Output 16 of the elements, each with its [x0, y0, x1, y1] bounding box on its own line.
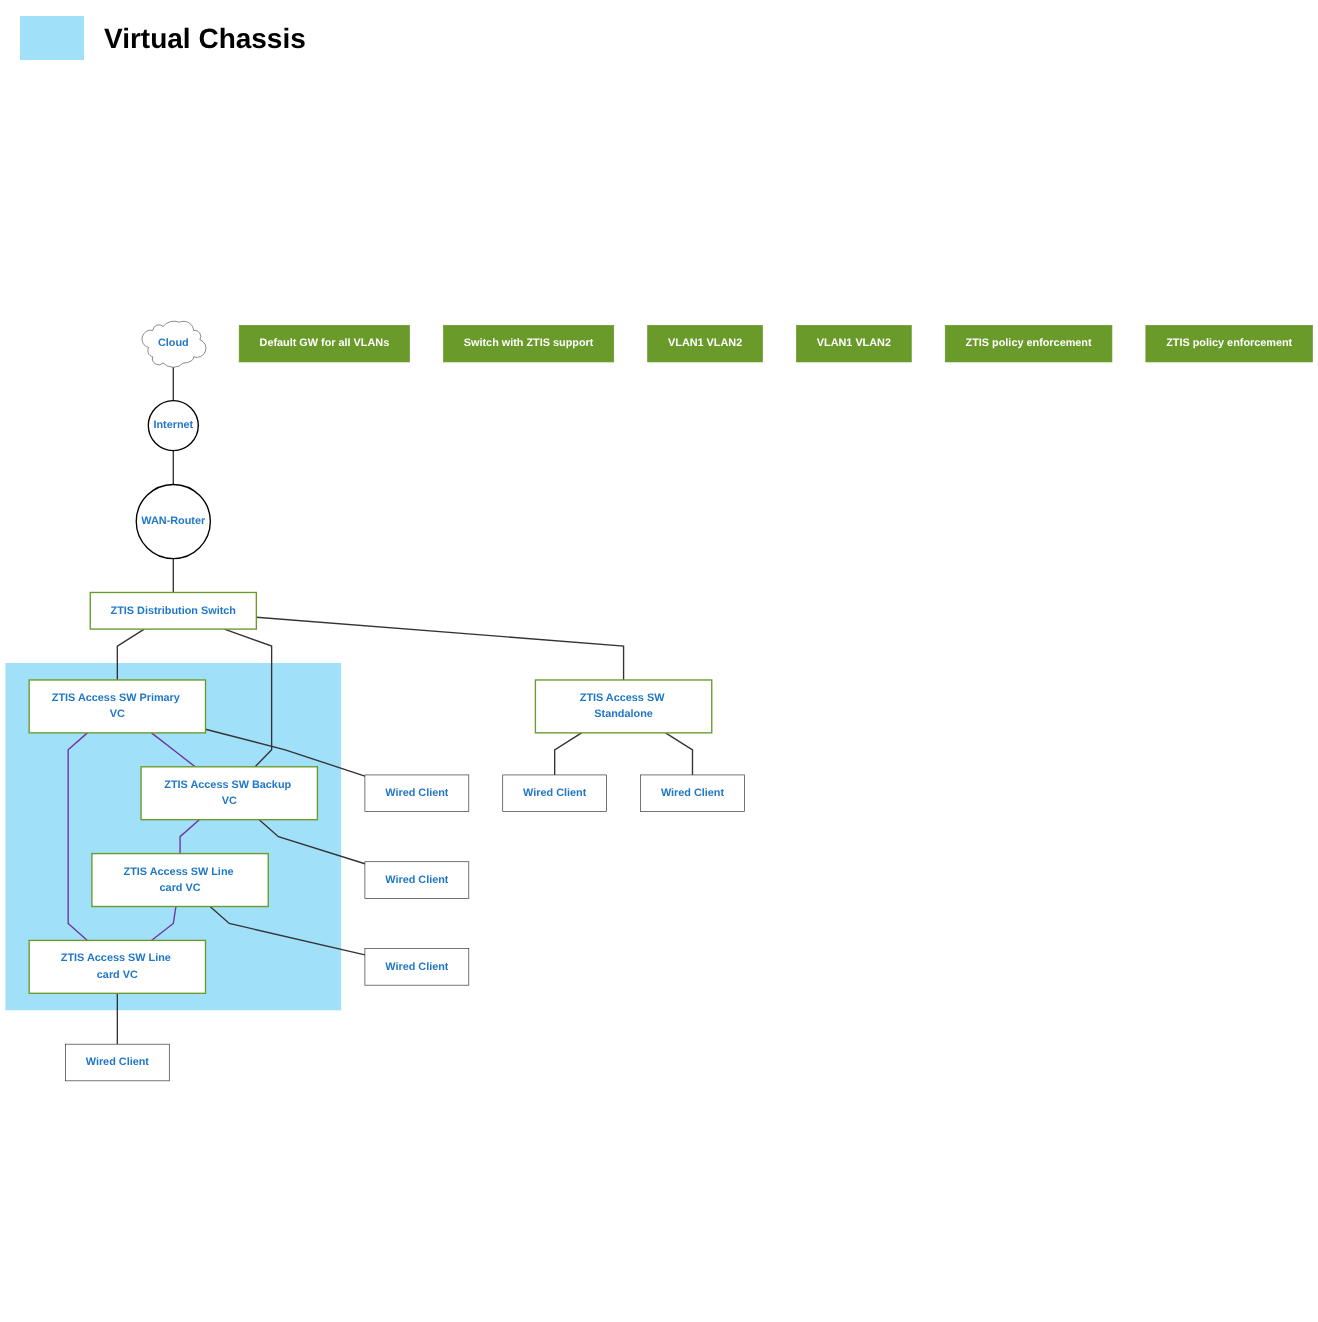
connector: [258, 819, 366, 865]
connector: [172, 557, 174, 594]
connector: [172, 449, 174, 486]
legend-label: Virtual Chassis: [104, 22, 306, 54]
connector: [209, 905, 366, 956]
connector: [255, 616, 625, 681]
connector: [150, 732, 196, 768]
connector: [116, 992, 119, 1045]
connector: [116, 628, 145, 681]
connector: [223, 628, 273, 768]
connector: [172, 366, 174, 402]
connector: [150, 905, 177, 942]
cluster: [5, 663, 342, 1011]
connector: [67, 732, 89, 942]
connector: [204, 728, 366, 777]
connector: [179, 819, 200, 855]
